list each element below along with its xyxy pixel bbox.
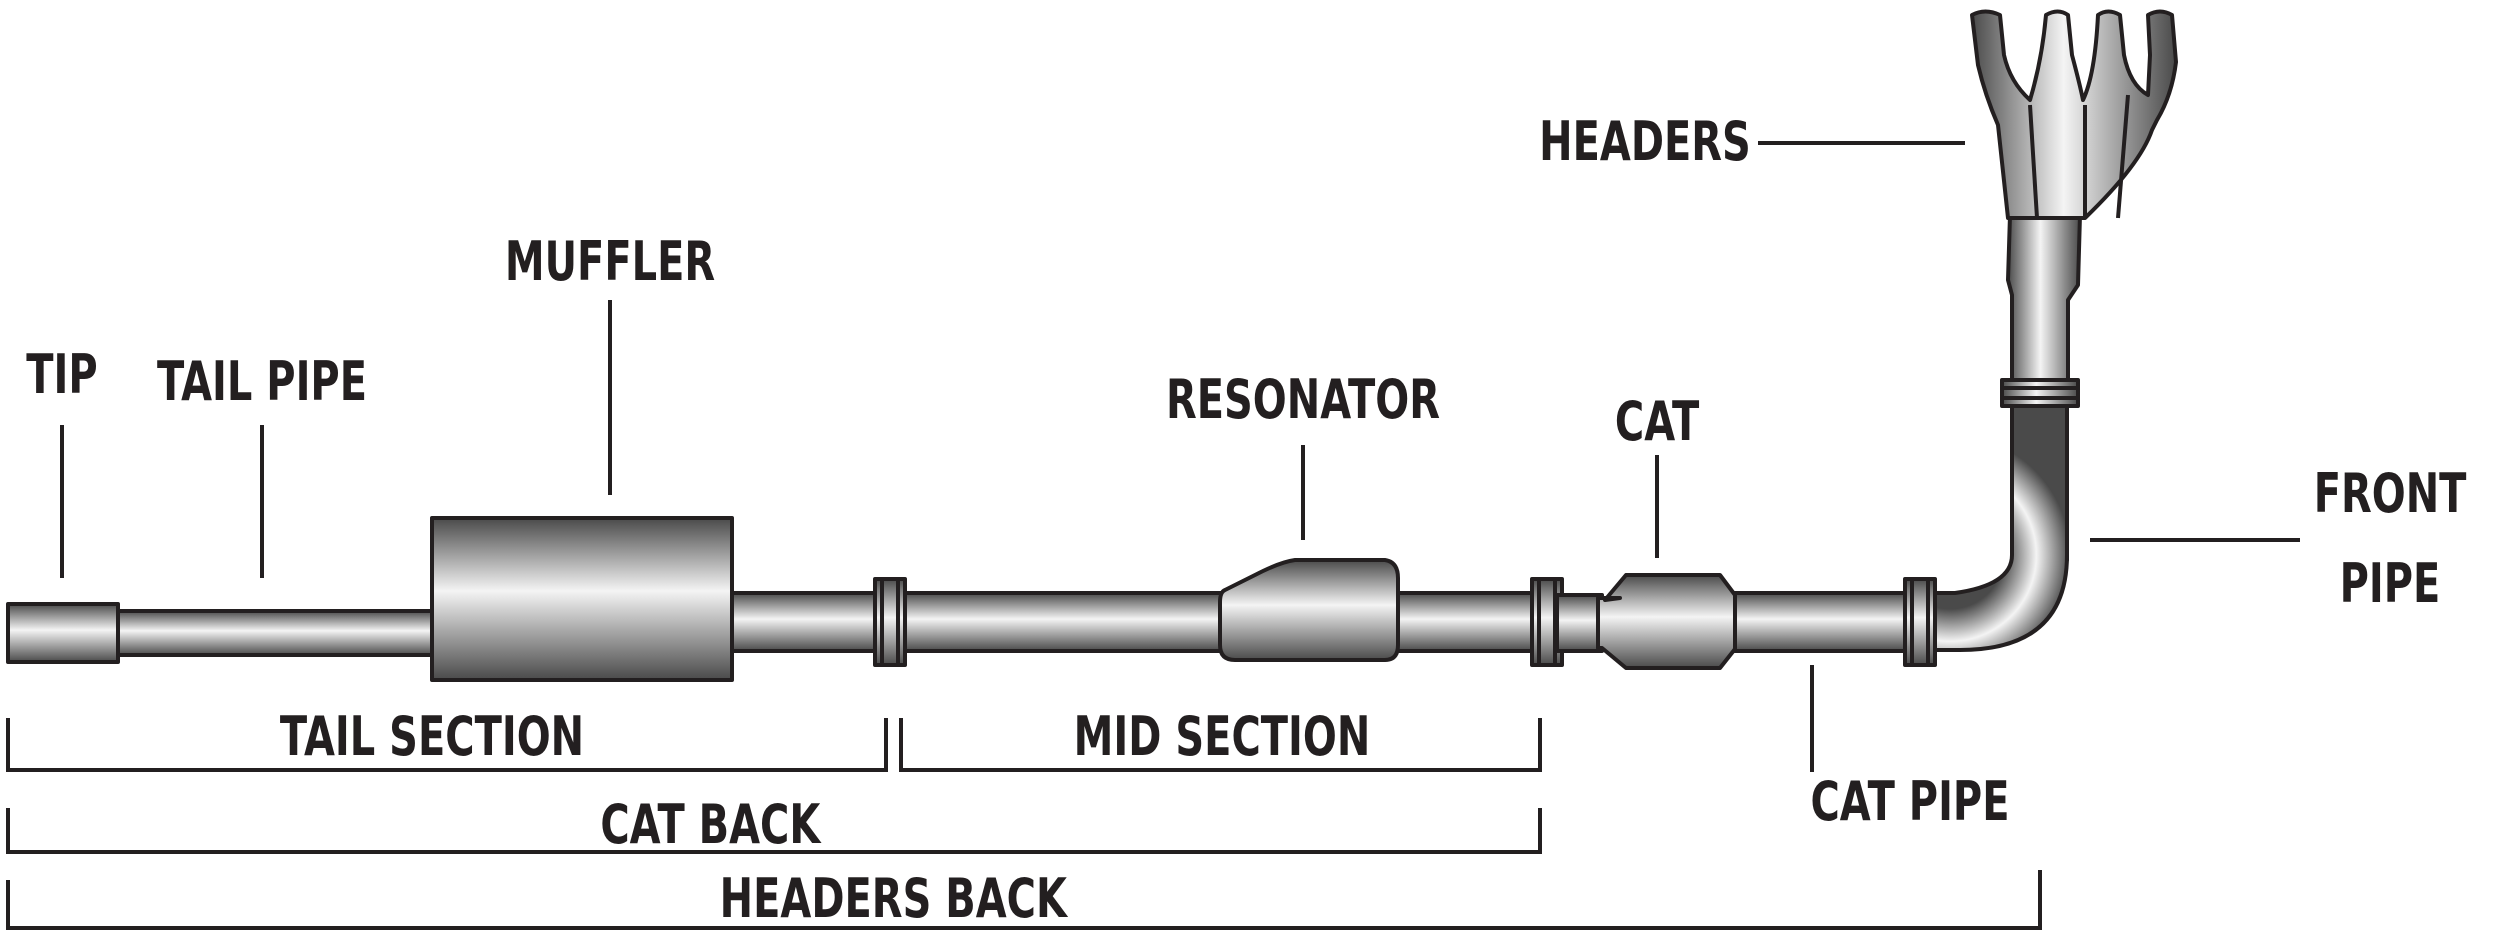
- headers-back-label: HEADERS BACK: [720, 868, 1069, 931]
- header-collector: [2006, 213, 2082, 397]
- muffler-shape: [430, 516, 734, 682]
- mid-section-bracket: [899, 718, 1542, 772]
- tail-pipe-shape: [108, 609, 437, 657]
- cat-back-bracket: [6, 808, 1542, 854]
- tip-label: TIP: [26, 344, 97, 407]
- section-brackets: [6, 718, 2042, 930]
- flange-3: [1903, 577, 1937, 667]
- cat-pipe-label: CAT PIPE: [1810, 771, 2009, 834]
- leader-lines: [60, 141, 2300, 772]
- flange-1: [873, 577, 907, 667]
- headers-back-bracket: [6, 870, 2042, 930]
- cat-pipe-shape: [1728, 591, 1912, 653]
- labels: HEADERS MUFFLER TIP TAIL PIPE RESONATOR …: [26, 111, 2467, 931]
- cat-shape: [1596, 573, 1737, 670]
- front-pipe-bend: [1933, 403, 2069, 652]
- resonator-outlet-pipe: [1390, 591, 1539, 653]
- mid-section-label: MID SECTION: [1074, 706, 1371, 769]
- cat-label: CAT: [1615, 391, 1700, 454]
- cat-inlet-stub: [1555, 593, 1604, 653]
- tail-pipe-label: TAIL PIPE: [157, 351, 367, 414]
- muffler-label: MUFFLER: [505, 231, 715, 294]
- resonator-shape: [1218, 558, 1400, 662]
- mid-pipe-shape: [888, 591, 1227, 653]
- header-flange: [2000, 378, 2080, 408]
- cat-back-label: CAT BACK: [600, 794, 822, 857]
- tail-section-label: TAIL SECTION: [280, 706, 584, 769]
- exhaust-parts: [6, 9, 2178, 682]
- tail-section-bracket: [6, 718, 888, 772]
- resonator-label: RESONATOR: [1166, 369, 1440, 432]
- tip-shape: [6, 602, 120, 664]
- headers-label: HEADERS: [1539, 111, 1751, 174]
- header-runners: [1970, 9, 2178, 220]
- front-pipe-label-line2: PIPE: [2340, 553, 2441, 616]
- front-pipe-label-line1: FRONT: [2314, 463, 2467, 526]
- muffler-outlet-pipe: [726, 591, 880, 653]
